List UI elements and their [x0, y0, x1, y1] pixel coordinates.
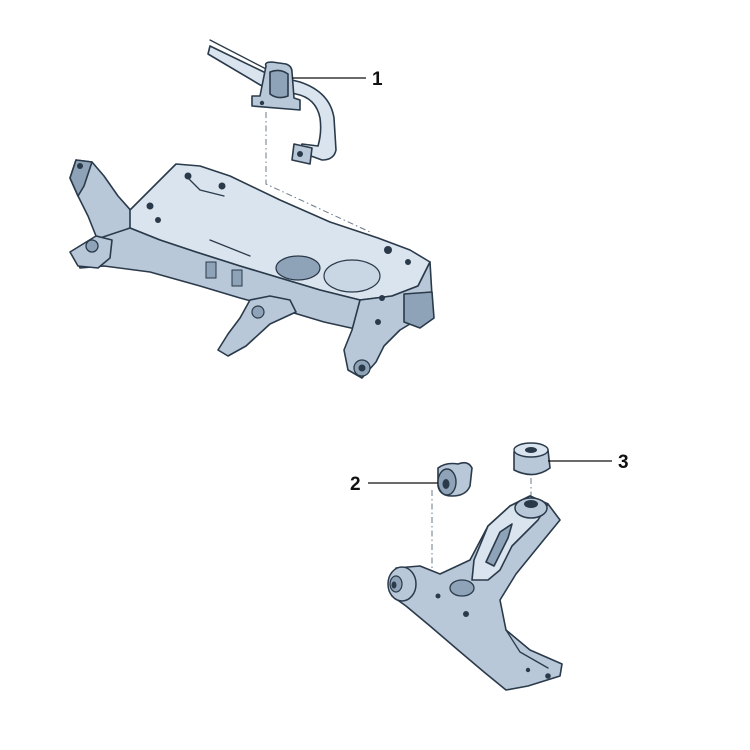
- callout-3: 3: [548, 452, 629, 473]
- stabilizer-bar: [207, 39, 337, 165]
- callout-number-3: 3: [618, 452, 629, 473]
- front-control-arm-bushing: [437, 461, 473, 497]
- stabilizer-bushing: [251, 61, 301, 111]
- callout-number-2: 2: [350, 474, 361, 495]
- callout-1: 1: [292, 69, 383, 90]
- front-subframe: [69, 159, 435, 379]
- callout-2: 2: [350, 474, 438, 495]
- callout-number-1: 1: [372, 69, 383, 90]
- lower-control-arm: [387, 495, 563, 691]
- rear-control-arm-bushing: [513, 442, 551, 476]
